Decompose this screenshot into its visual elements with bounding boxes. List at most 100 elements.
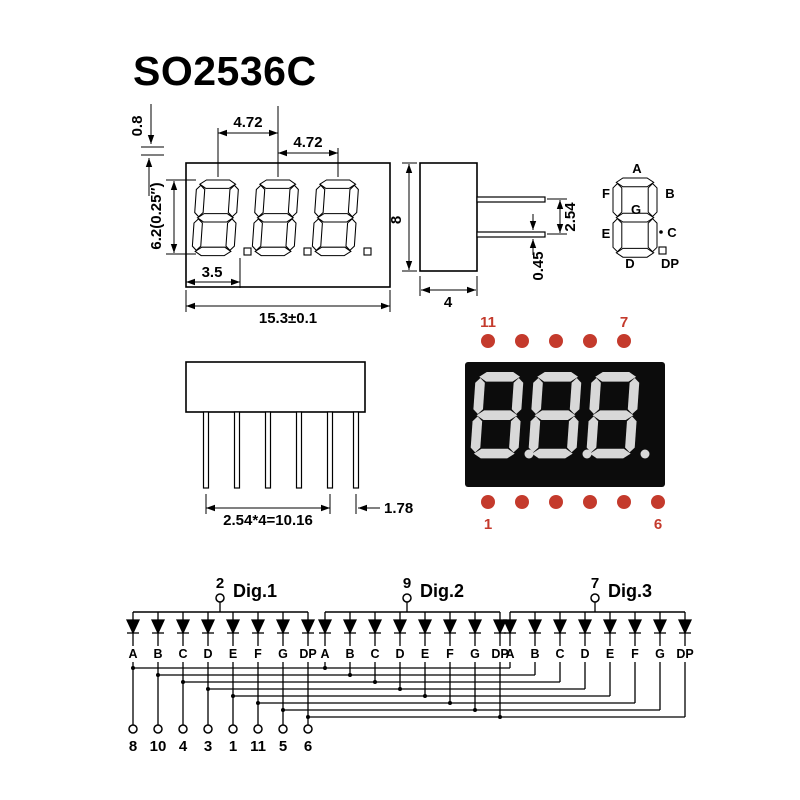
diode-icon xyxy=(653,611,667,647)
dim-label: 3.5 xyxy=(202,264,223,281)
package-side-outline xyxy=(419,162,478,272)
diode-icon xyxy=(393,611,407,647)
diode-icon xyxy=(678,611,692,647)
digit3-diodes: A B C D E F G DP xyxy=(503,611,694,661)
red-pin-dot xyxy=(617,495,631,509)
dim-pin-pitch: 2.54 xyxy=(547,198,579,235)
front-view: 4.72 4.72 0.8 6.2(0.25″) 3.5 xyxy=(129,104,391,327)
segment-label: DP xyxy=(491,647,508,661)
dim-label: 2.54*4=10.16 xyxy=(223,512,313,529)
pin-terminal xyxy=(178,724,188,734)
segment-label: E xyxy=(421,647,429,661)
segment-label: F xyxy=(254,647,262,661)
photo-pin-number: 7 xyxy=(620,314,628,331)
lead-pin xyxy=(326,411,334,489)
dim-label: 4 xyxy=(444,294,453,311)
dim-label: 0.45 xyxy=(530,251,547,280)
segment-label: C xyxy=(555,647,564,661)
segment-label: E xyxy=(606,647,614,661)
segment-label: D xyxy=(395,647,404,661)
segment-label: D xyxy=(203,647,212,661)
red-pin-dot xyxy=(481,334,495,348)
red-pin-dot xyxy=(617,334,631,348)
dim-digit-pitch-2: 4.72 xyxy=(278,134,339,177)
red-pin-dot xyxy=(549,495,563,509)
pin-terminal xyxy=(303,724,313,734)
schematic: 2 Dig.1 9 Dig.2 7 Dig.3 A B C xyxy=(126,575,694,755)
pin-terminal xyxy=(153,724,163,734)
segment-label-dp: DP xyxy=(661,256,679,271)
diode-icon xyxy=(368,611,382,647)
segment-reference: A F B G E C D DP xyxy=(602,161,680,271)
diode-icon xyxy=(343,611,357,647)
diode-icon xyxy=(201,611,215,647)
segment-label: G xyxy=(278,647,288,661)
segment-label: G xyxy=(470,647,480,661)
lead-pin xyxy=(295,411,303,489)
diode-icon xyxy=(493,611,507,647)
diode-icon xyxy=(528,611,542,647)
pin-terminal xyxy=(128,724,138,734)
dim-digit-width: 3.5 xyxy=(186,258,241,288)
pin-number: 5 xyxy=(279,738,287,755)
pin-terminal xyxy=(278,724,288,734)
pin-terminal xyxy=(253,724,263,734)
diode-icon xyxy=(553,611,567,647)
junction-dots xyxy=(131,666,502,719)
red-pin-dot xyxy=(651,495,665,509)
digit2-common-pin: 9 Dig.2 xyxy=(402,575,464,612)
diode-icon xyxy=(503,611,517,647)
diode-icon xyxy=(443,611,457,647)
red-pin-dot xyxy=(481,495,495,509)
diode-icon xyxy=(126,611,140,647)
diode-icon xyxy=(318,611,332,647)
dim-top-gap: 0.8 xyxy=(129,104,164,196)
red-pin-dot xyxy=(515,495,529,509)
pin-terminal xyxy=(590,593,600,603)
segment-label-b: B xyxy=(665,186,674,201)
display-photo: 11 7 1 6 xyxy=(465,314,665,533)
dim-digit-pitch-1: 4.72 xyxy=(217,106,279,177)
pin-number: 2 xyxy=(216,575,224,592)
digit-label: Dig.1 xyxy=(233,581,277,601)
segment-label-f: F xyxy=(602,186,610,201)
red-pin-dot xyxy=(583,334,597,348)
segment-label: B xyxy=(345,647,354,661)
dim-label: 4.72 xyxy=(233,114,262,131)
photo-decimal-point xyxy=(640,449,650,459)
decimal-point xyxy=(363,247,372,256)
photo-pin-number: 1 xyxy=(484,516,492,533)
segment-label-g: G xyxy=(631,202,641,217)
dim-label: 6.2(0.25″) xyxy=(148,182,165,249)
lead-pin xyxy=(352,411,360,489)
lead-pin xyxy=(264,411,272,489)
segment-label: C xyxy=(370,647,379,661)
digit1-common-pin: 2 Dig.1 xyxy=(215,575,277,612)
dim-total-width: 15.3±0.1 xyxy=(185,290,391,327)
dim-height: 8 xyxy=(388,162,417,272)
segment-output-pins: 8 10 4 3 1 11 5 6 xyxy=(128,724,313,755)
decimal-point xyxy=(303,247,312,256)
segment-label: C xyxy=(178,647,187,661)
pin-number: 1 xyxy=(229,738,237,755)
bottom-view: 2.54*4=10.16 1.78 xyxy=(185,361,413,529)
photo-decimal-point xyxy=(524,449,534,459)
diode-icon xyxy=(176,611,190,647)
diode-icon xyxy=(251,611,265,647)
diode-icon xyxy=(226,611,240,647)
segment-map-digit xyxy=(612,177,658,258)
digit1-diodes: A B C D E F G DP xyxy=(126,611,317,661)
pin-number: 4 xyxy=(179,738,188,755)
dim-end-pin: 1.78 xyxy=(355,494,413,517)
segment-label: G xyxy=(655,647,665,661)
pin-number: 9 xyxy=(403,575,411,592)
pin-number: 3 xyxy=(204,738,212,755)
digit1-drops xyxy=(132,662,309,725)
pin-terminal xyxy=(402,593,412,603)
side-view: 8 2.54 0.45 4 xyxy=(388,162,579,311)
pin-terminal xyxy=(215,593,225,603)
dim-digit-height: 6.2(0.25″) xyxy=(148,179,196,255)
segment-label-e: E xyxy=(602,226,611,241)
digit-label: Dig.3 xyxy=(608,581,652,601)
